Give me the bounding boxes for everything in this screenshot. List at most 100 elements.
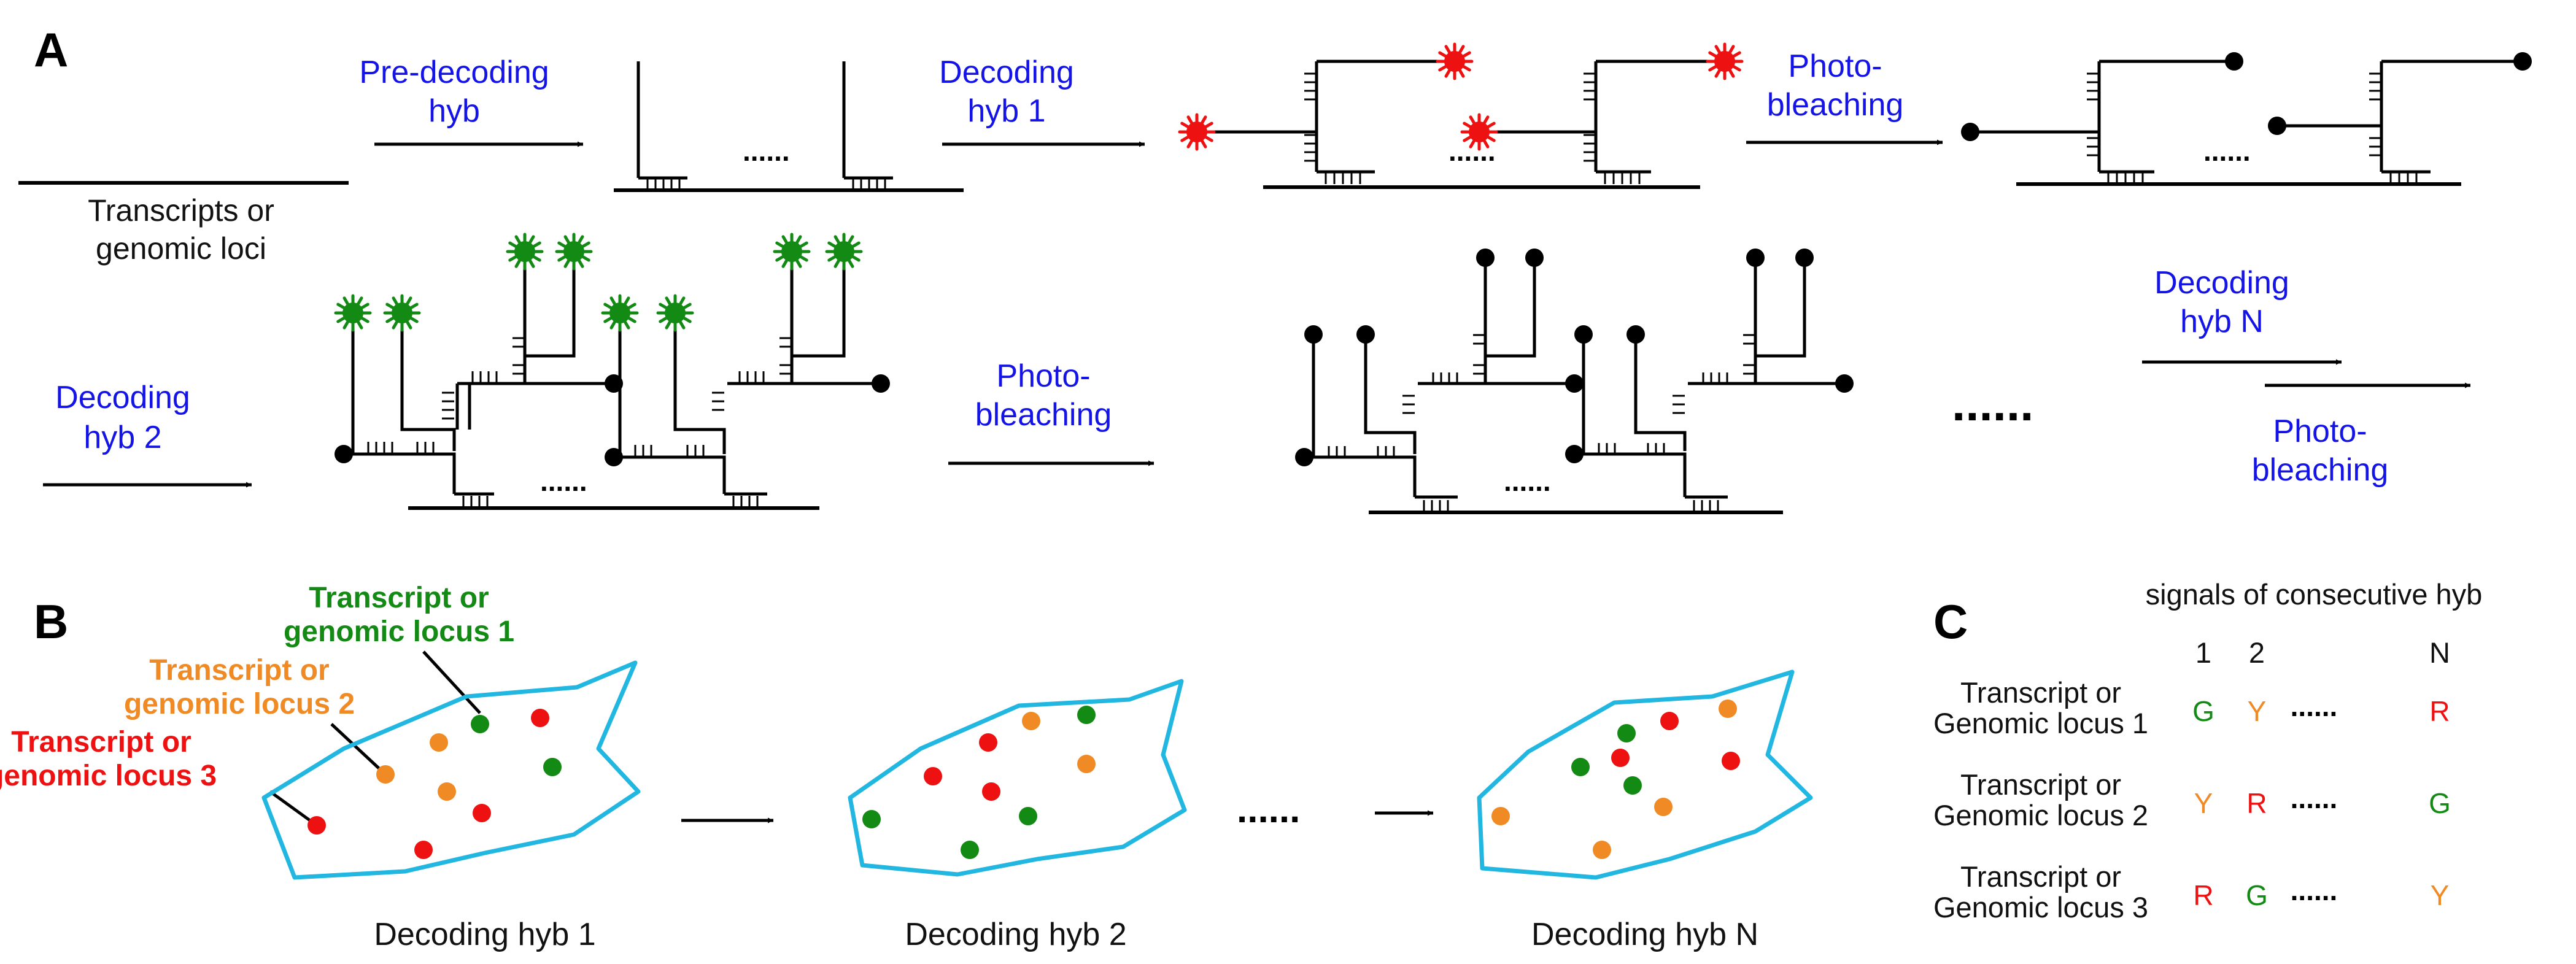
ellipsis-state1: ...... bbox=[743, 135, 790, 167]
green-fluorophores bbox=[334, 233, 863, 332]
locus1-label-line1: Transcript or bbox=[309, 582, 489, 614]
cell-spot bbox=[862, 810, 881, 828]
ellipsis-state3: ...... bbox=[2203, 135, 2251, 167]
cell-spot bbox=[1623, 776, 1642, 795]
cell-hyb1 bbox=[261, 660, 641, 880]
ellipsis-more-steps: ...... bbox=[1952, 376, 2033, 431]
cell-spot bbox=[307, 816, 326, 835]
ellipsis-state2: ...... bbox=[1449, 135, 1496, 167]
row1-label-line2: Genomic locus 1 bbox=[1933, 707, 2148, 739]
bleached-dots-state3 bbox=[1961, 52, 2532, 141]
cell-spot bbox=[531, 709, 549, 727]
duplex-ticks-state4 bbox=[367, 337, 792, 507]
cell-caption-N: Decoding hyb N bbox=[1531, 917, 1758, 952]
cell-spot bbox=[543, 758, 562, 776]
row3-label-line2: Genomic locus 3 bbox=[1933, 891, 2148, 924]
step-decoding1-line2: hyb 1 bbox=[967, 93, 1045, 129]
substrate-label-line2: genomic loci bbox=[96, 231, 266, 266]
col-header-1: 1 bbox=[2195, 636, 2211, 669]
step-predecoding-line2: hyb bbox=[428, 93, 480, 129]
cell-spot bbox=[1722, 752, 1740, 770]
cell-spot bbox=[1022, 712, 1040, 730]
cell-spot bbox=[438, 782, 456, 801]
cell-spot bbox=[473, 804, 491, 822]
cell-caption-1: Decoding hyb 1 bbox=[374, 917, 595, 952]
step-photo1-line1: Photo- bbox=[1788, 48, 1882, 84]
cell-spot bbox=[924, 767, 942, 785]
code-cell: Y bbox=[2431, 879, 2450, 911]
step-photoN-line2: bleaching bbox=[2252, 452, 2389, 488]
ellipsis-state5: ...... bbox=[1504, 465, 1551, 497]
cell-spot bbox=[1611, 749, 1630, 767]
green-fluorophore-icon bbox=[506, 233, 544, 271]
red-fluorophore-icon bbox=[1436, 42, 1474, 80]
cell-spot bbox=[1019, 807, 1037, 825]
pointer-locus1 bbox=[422, 650, 481, 714]
step-photoN-line1: Photo- bbox=[2273, 414, 2367, 449]
red-fluorophore-icon bbox=[1460, 113, 1498, 151]
cell-spot bbox=[430, 733, 448, 752]
state-decoding-hyb1 bbox=[1197, 60, 1725, 189]
cell-spot bbox=[1719, 700, 1737, 718]
duplex-ticks-state5 bbox=[1328, 334, 1755, 511]
row2-label-line2: Genomic locus 2 bbox=[1933, 799, 2148, 831]
red-fluorophore-icon bbox=[1706, 42, 1744, 80]
pointer-locus3 bbox=[269, 790, 318, 827]
panel-label-a: A bbox=[34, 23, 68, 77]
code-ellipsis: ...... bbox=[2291, 690, 2338, 722]
cell-spot bbox=[1077, 755, 1096, 773]
duplex-ticks-state3 bbox=[2087, 72, 2418, 183]
code-cell: R bbox=[2193, 879, 2213, 911]
cell-spot bbox=[961, 841, 979, 859]
duplex-ticks-state2 bbox=[1304, 72, 1641, 184]
code-cell: G bbox=[2192, 695, 2214, 727]
cell-spot bbox=[414, 841, 433, 859]
col-header-2: 2 bbox=[2249, 636, 2265, 669]
cell-spot bbox=[1077, 706, 1096, 724]
code-ellipsis: ...... bbox=[2291, 782, 2338, 814]
panel-label-c: C bbox=[1933, 595, 1968, 649]
cell-caption-2: Decoding hyb 2 bbox=[905, 917, 1126, 952]
locus1-label-line2: genomic locus 1 bbox=[284, 615, 514, 648]
green-fluorophore-icon bbox=[656, 294, 694, 332]
green-fluorophore-icon bbox=[825, 233, 863, 271]
red-fluorophores bbox=[1178, 42, 1744, 151]
row1-label-line1: Transcript or bbox=[1960, 676, 2121, 709]
code-cell: R bbox=[2429, 695, 2450, 727]
locus3-label-line1: Transcript or bbox=[11, 726, 191, 758]
step-photo1-line2: bleaching bbox=[1767, 87, 1904, 123]
code-ellipsis: ...... bbox=[2291, 874, 2338, 906]
substrate-label-line1: Transcripts or bbox=[88, 193, 274, 228]
cell-spot bbox=[1654, 798, 1673, 816]
panel-c-header: signals of consecutive hyb bbox=[2146, 578, 2483, 611]
step-decoding2-line1: Decoding bbox=[55, 380, 190, 415]
cell-spot bbox=[1660, 712, 1679, 730]
green-fluorophore-icon bbox=[601, 294, 639, 332]
ellipsis-cells: ...... bbox=[1237, 789, 1300, 831]
cell-spot bbox=[376, 765, 395, 784]
locus2-label-line1: Transcript or bbox=[149, 654, 329, 687]
cell-hyb2 bbox=[848, 679, 1187, 877]
ellipsis-state4: ...... bbox=[540, 465, 587, 497]
bleached-dots-state5 bbox=[1295, 249, 1854, 466]
step-decodingN-line1: Decoding bbox=[2154, 265, 2289, 301]
step-predecoding-line1: Pre-decoding bbox=[359, 55, 549, 90]
locus3-label-line2: genomic locus 3 bbox=[0, 760, 217, 792]
cell-spot bbox=[1593, 841, 1611, 859]
state-bleached-2 bbox=[1304, 258, 1844, 514]
cell-spot bbox=[979, 733, 997, 752]
cell-spot bbox=[1491, 807, 1510, 825]
cell-spot bbox=[982, 782, 1000, 801]
code-cell: Y bbox=[2248, 695, 2267, 727]
cell-spot bbox=[1571, 758, 1590, 776]
code-cell: G bbox=[2429, 787, 2451, 819]
green-fluorophore-icon bbox=[383, 294, 421, 332]
row3-label-line1: Transcript or bbox=[1960, 860, 2121, 893]
pointer-locus2 bbox=[330, 723, 387, 776]
state-decoding-hyb2 bbox=[344, 252, 881, 510]
locus2-label-line2: genomic locus 2 bbox=[124, 688, 355, 720]
panel-label-b: B bbox=[34, 595, 68, 649]
step-decoding1-line1: Decoding bbox=[939, 55, 1074, 90]
cell-spot bbox=[471, 715, 489, 733]
